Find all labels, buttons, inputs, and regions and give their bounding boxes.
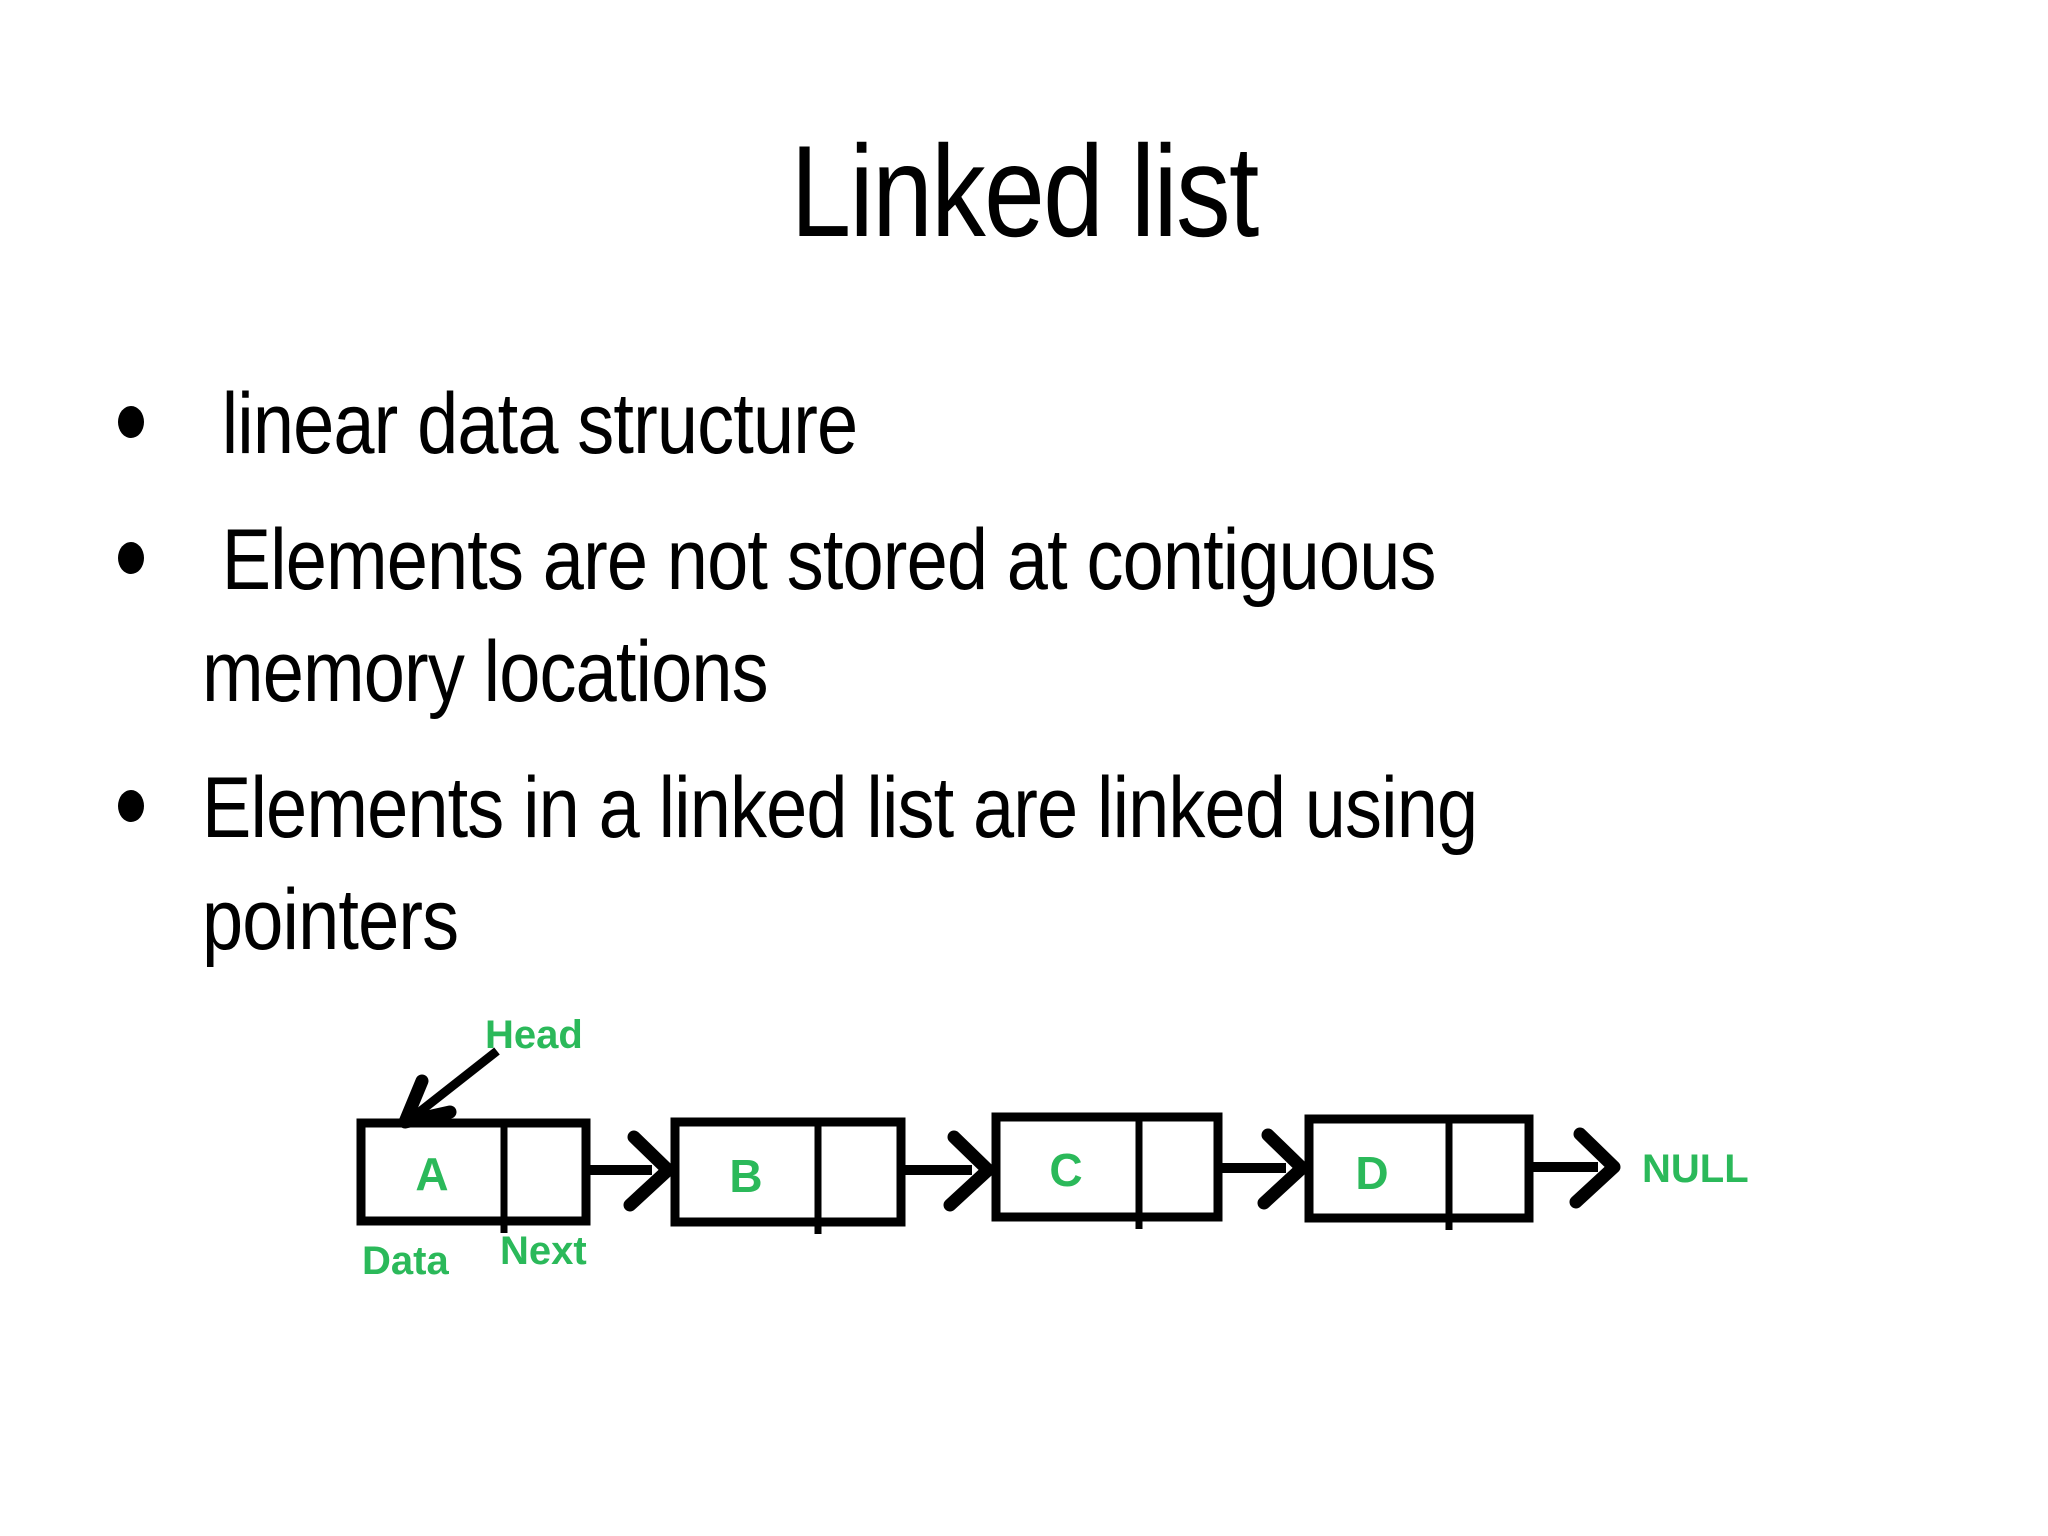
node-a-value: A [415, 1148, 448, 1200]
node-c-value: C [1049, 1144, 1082, 1196]
node-a-box [356, 1118, 591, 1226]
bullet-dot [118, 790, 144, 822]
null-label: NULL [1642, 1147, 1749, 1191]
bullet-text-2: Elements are not stored at contiguous me… [202, 512, 1436, 720]
bullet-dot [118, 542, 144, 574]
bullet-text-3: Elements in a linked list are linked usi… [202, 760, 1478, 968]
arrow-c-d-head-icon [1257, 1128, 1309, 1210]
node-c-box [991, 1112, 1223, 1222]
head-arrow-line [410, 1047, 500, 1121]
head-label: Head [485, 1013, 583, 1057]
bullet-item-1: linear data structure [118, 368, 1918, 480]
arrow-b-c-head-icon [943, 1130, 995, 1212]
arrow-a-b-head-icon [623, 1130, 675, 1212]
node-b-box [670, 1117, 906, 1227]
bullet-list: linear data structure Elements are not s… [118, 368, 1918, 1000]
page-title: Linked list [0, 126, 2048, 256]
bullet-text-1: linear data structure [202, 376, 858, 472]
bullet-dot [118, 406, 144, 438]
next-label: Next [500, 1229, 587, 1273]
node-d-value: D [1355, 1147, 1388, 1199]
data-label: Data [362, 1239, 449, 1283]
bullet-item-2: Elements are not stored at contiguous me… [118, 504, 1918, 728]
arrow-d-null-head-icon [1569, 1127, 1621, 1209]
node-b-value: B [729, 1150, 762, 1202]
node-d-box [1304, 1114, 1534, 1223]
page-title-text: Linked list [790, 118, 1259, 264]
bullet-item-3: Elements in a linked list are linked usi… [118, 752, 1918, 976]
